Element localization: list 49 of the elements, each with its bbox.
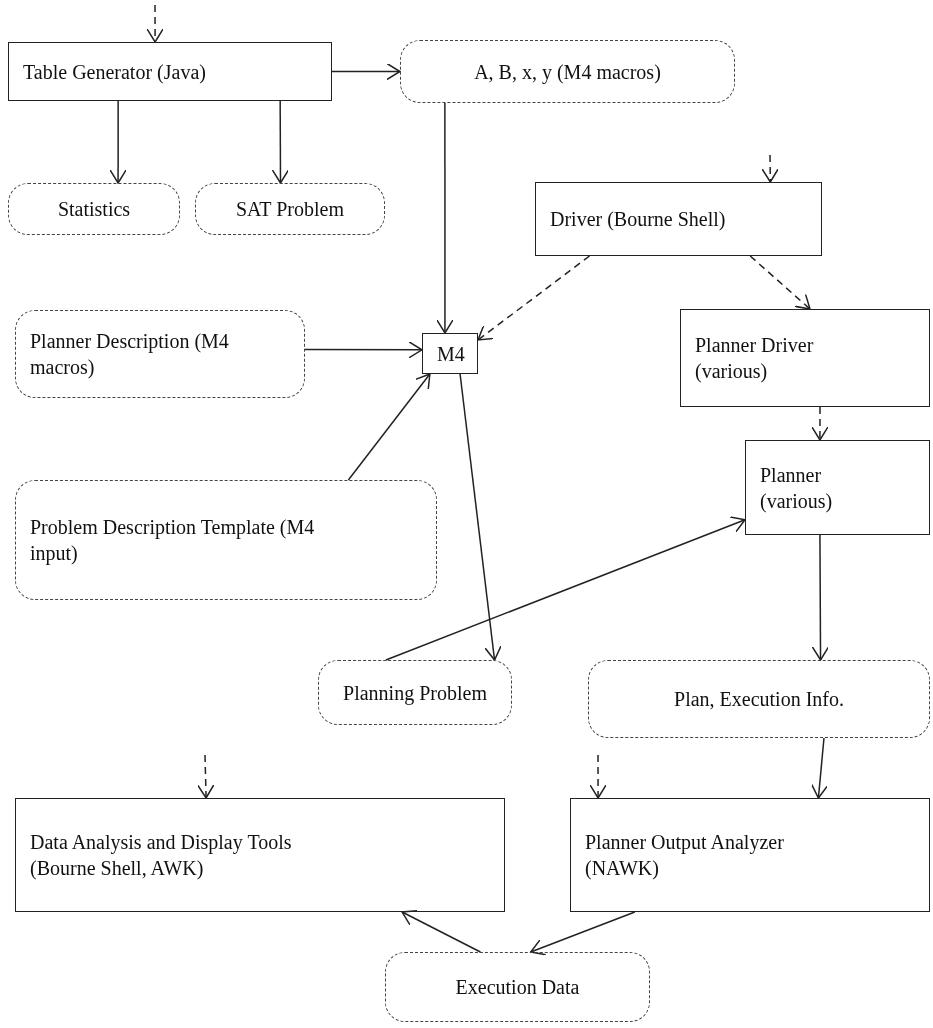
data-box <box>195 183 385 235</box>
arrow <box>459 373 502 661</box>
arrow <box>109 100 127 184</box>
arrow <box>811 534 830 661</box>
node-label: Statistics <box>57 197 131 222</box>
node-label: Driver (Bourne Shell) <box>550 207 727 232</box>
data-box <box>588 660 930 738</box>
process-box <box>570 798 930 912</box>
dashed-arrow <box>811 406 829 441</box>
node-label: Planner Description (M4 macros) <box>30 329 230 380</box>
process-box <box>8 42 332 101</box>
arrow <box>347 373 431 481</box>
data-box <box>8 183 180 235</box>
dashed-arrow <box>477 255 591 341</box>
arrow <box>810 737 829 799</box>
node-label: Plan, Execution Info. <box>674 687 844 712</box>
process-box <box>422 333 478 374</box>
node-label: A, B, x, y (M4 macros) <box>474 59 661 85</box>
process-box <box>15 798 505 912</box>
node-label: Table Generator (Java) <box>23 59 207 85</box>
node-label: M4 <box>437 341 463 367</box>
node-label: Execution Data <box>455 975 580 1000</box>
arrow <box>530 911 636 956</box>
arrow <box>401 910 482 953</box>
dashed-arrow <box>749 255 811 310</box>
node-label: Problem Description Template (M4 input) <box>30 515 316 566</box>
dashed-arrow <box>197 754 215 799</box>
node-label: Planner Driver (various) <box>695 333 815 384</box>
node-label: Planner (various) <box>760 462 834 514</box>
process-box <box>680 309 930 407</box>
node-label: SAT Problem <box>236 197 344 222</box>
data-box <box>15 310 305 398</box>
arrow <box>304 341 423 359</box>
process-box <box>745 440 930 535</box>
arrow <box>331 62 401 81</box>
node-label: Data Analysis and Display Tools (Bourne Shell, AWK) <box>30 830 293 881</box>
dashed-arrow <box>589 754 607 799</box>
data-box <box>318 660 512 725</box>
dashed-arrow <box>761 154 779 183</box>
process-box <box>535 182 822 256</box>
data-box <box>400 40 735 103</box>
node-label: Planning Problem <box>343 680 487 706</box>
data-box <box>15 480 437 600</box>
arrow <box>385 516 746 661</box>
arrow <box>271 100 290 184</box>
arrow <box>436 102 454 334</box>
node-label: Planner Output Analyzer (NAWK) <box>585 830 785 881</box>
dashed-arrow <box>146 4 164 43</box>
data-box <box>385 952 650 1022</box>
